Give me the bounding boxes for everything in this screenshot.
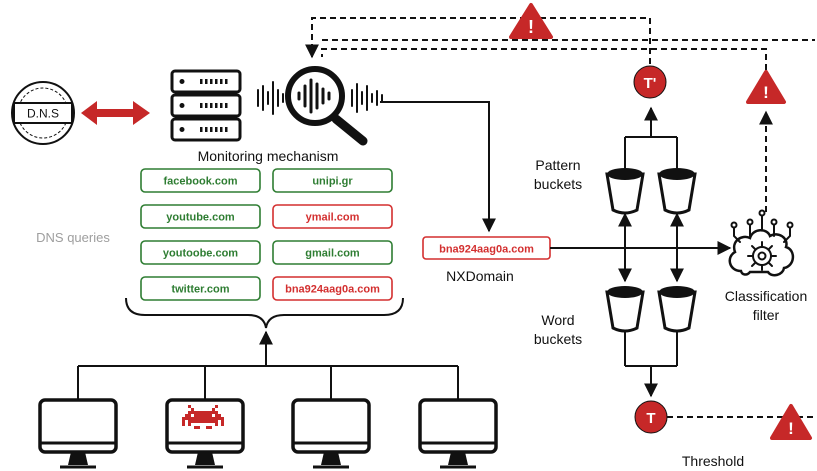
monitor-icon	[291, 398, 371, 469]
word-buckets-label-line1: Word	[541, 312, 574, 328]
bucket-connectors	[618, 106, 684, 398]
domain-box	[140, 276, 261, 301]
warning-icon: !	[770, 404, 812, 440]
domain-label: youtube.com	[166, 212, 235, 224]
domain-label: gmail.com	[305, 248, 360, 260]
sound-wave-icon	[257, 81, 383, 115]
warning-icon: !	[509, 3, 553, 39]
domain-label: bna924aag0a.com	[285, 284, 380, 296]
classification-label-line1: Classification	[725, 288, 807, 304]
domain-label: youtoobe.com	[163, 248, 238, 260]
nxdomain-label: NXDomain	[446, 268, 514, 284]
dns-icon: D.N.S	[11, 81, 75, 145]
domain-box-suspicious	[272, 204, 393, 229]
domain-box	[140, 240, 261, 265]
dns-label-box	[13, 102, 73, 124]
threshold-t-prime-text: T'	[644, 75, 657, 92]
space-invader-icon	[182, 405, 224, 429]
domain-box	[140, 204, 261, 229]
threshold-t-prime-circle: T'	[633, 65, 667, 99]
monitor-icon	[418, 398, 498, 469]
domain-label: unipi.gr	[312, 176, 353, 188]
warning-icon: !	[746, 70, 786, 104]
nxdomain-box-label: bna924aag0a.com	[439, 244, 534, 256]
bucket-icon	[657, 168, 697, 215]
threshold-t-circle: T	[634, 400, 668, 434]
pattern-buckets-label-line1: Pattern	[535, 157, 580, 173]
connector-tree	[77, 330, 459, 399]
domain-label: facebook.com	[164, 176, 238, 188]
bucket-icon	[605, 286, 645, 333]
server-icon	[170, 69, 242, 142]
domain-list: facebook.com unipi.gr youtube.com ymail.…	[140, 168, 393, 301]
threshold-t-text: T	[646, 410, 655, 427]
monitoring-label: Monitoring mechanism	[198, 148, 339, 164]
brain-gear-icon	[728, 209, 795, 277]
monitor-to-nxdomain-line	[380, 101, 496, 233]
warning-glyph: !	[528, 17, 534, 37]
dns-badge-text: D.N.S	[27, 107, 59, 121]
dns-queries-label: DNS queries	[36, 230, 110, 245]
word-buckets-label-line2: buckets	[534, 331, 582, 347]
domain-label: twitter.com	[171, 284, 229, 296]
bucket-icon	[605, 168, 645, 215]
monitor-icon	[38, 398, 118, 469]
bucket-icon	[657, 286, 697, 333]
classification-label-line2: filter	[753, 307, 780, 323]
domain-box	[272, 240, 393, 265]
threshold-label: Threshold	[682, 453, 744, 469]
domain-box	[272, 168, 393, 193]
domain-box	[140, 168, 261, 193]
brace	[125, 297, 404, 329]
pattern-buckets-label-line2: buckets	[534, 176, 582, 192]
warning-glyph: !	[788, 419, 794, 438]
warning-glyph: !	[763, 83, 769, 102]
domain-box-suspicious	[272, 276, 393, 301]
dns-double-arrow	[81, 101, 150, 125]
magnifier-icon	[285, 66, 368, 146]
monitor-icon	[165, 398, 245, 469]
domain-label: ymail.com	[306, 212, 360, 224]
